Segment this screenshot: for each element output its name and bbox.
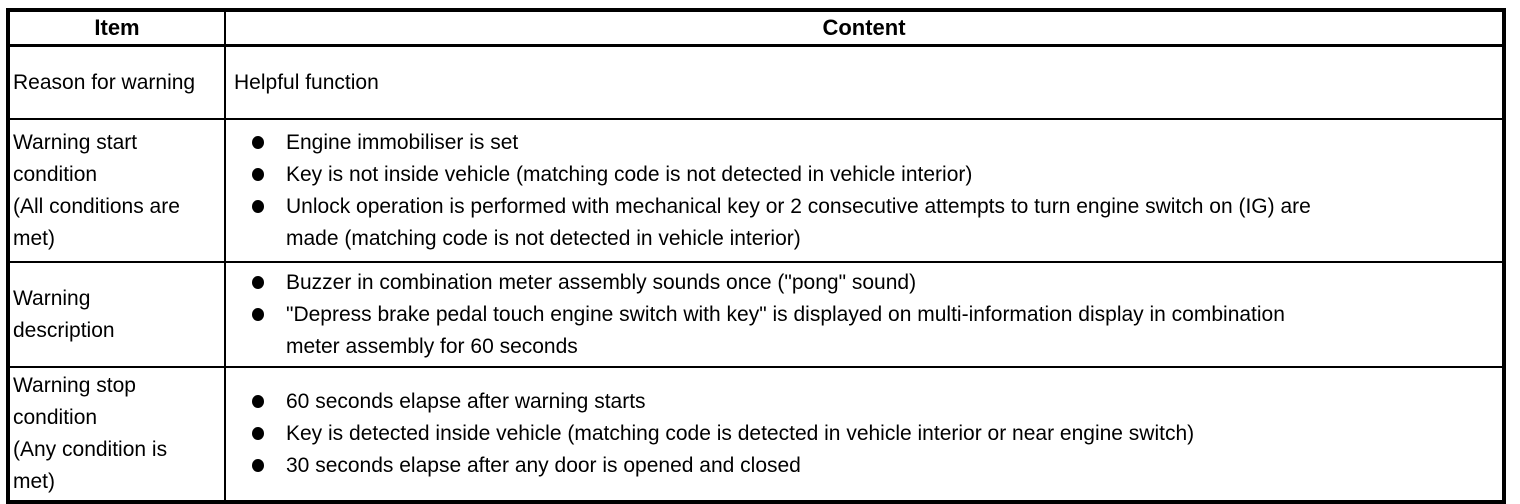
bullet-icon xyxy=(252,275,264,289)
bullet-icon xyxy=(252,135,264,149)
column-header-item: Item xyxy=(7,9,226,47)
item-cell-warning-description: Warning description xyxy=(7,261,226,368)
bullet-text: Engine immobiliser is set xyxy=(286,130,519,154)
bullet-item: Buzzer in combination meter assembly sou… xyxy=(252,267,1494,299)
content-cell-reason-for-warning: Helpful function xyxy=(224,44,1505,120)
content-cell-warning-description: Buzzer in combination meter assembly sou… xyxy=(224,261,1505,368)
bullet-item: Unlock operation is performed with mecha… xyxy=(252,191,1494,255)
bullet-text: Key is detected inside vehicle (matching… xyxy=(286,422,1195,445)
bullet-icon xyxy=(252,167,264,181)
item-cell-warning-stop-condition: Warning stop condition (Any condition is… xyxy=(7,366,226,503)
bullet-icon xyxy=(252,427,264,440)
bullet-item: Key is detected inside vehicle (matching… xyxy=(252,418,1494,450)
bullet-item: 60 seconds elapse after warning starts xyxy=(252,386,1494,418)
table-row-reason-for-warning: Reason for warning Helpful function xyxy=(7,44,1505,120)
bullet-text: "Depress brake pedal touch engine switch… xyxy=(286,302,1285,358)
bullet-text: 30 seconds elapse after any door is open… xyxy=(286,454,801,477)
bullet-item: 30 seconds elapse after any door is open… xyxy=(252,450,1494,482)
item-cell-warning-start-condition: Warning start condition (All conditions … xyxy=(7,118,226,263)
bullet-text: Key is not inside vehicle (matching code… xyxy=(286,162,973,186)
bullet-item: Engine immobiliser is set xyxy=(252,127,1494,159)
bullet-list: 60 seconds elapse after warning starts K… xyxy=(226,384,1502,484)
table-header-row: Item Content xyxy=(7,9,1505,47)
bullet-list: Engine immobiliser is set Key is not ins… xyxy=(226,125,1502,257)
content-cell-warning-start-condition: Engine immobiliser is set Key is not ins… xyxy=(224,118,1505,263)
column-header-content: Content xyxy=(224,9,1505,47)
bullet-icon xyxy=(252,199,264,213)
bullet-item: "Depress brake pedal touch engine switch… xyxy=(252,299,1494,363)
bullet-text: Unlock operation is performed with mecha… xyxy=(286,194,1311,250)
content-cell-warning-stop-condition: 60 seconds elapse after warning starts K… xyxy=(224,366,1505,503)
bullet-list: Buzzer in combination meter assembly sou… xyxy=(226,265,1502,365)
item-cell-reason-for-warning: Reason for warning xyxy=(7,44,226,120)
bullet-icon xyxy=(252,395,264,408)
table-row-warning-description: Warning description Buzzer in combinatio… xyxy=(7,261,1505,368)
bullet-item: Key is not inside vehicle (matching code… xyxy=(252,159,1494,191)
bullet-text: 60 seconds elapse after warning starts xyxy=(286,390,646,413)
table-row-warning-stop-condition: Warning stop condition (Any condition is… xyxy=(7,366,1505,503)
bullet-text: Buzzer in combination meter assembly sou… xyxy=(286,270,917,294)
warning-spec-table: Item Content Reason for warning Helpful … xyxy=(6,8,1506,504)
content-text: Helpful function xyxy=(234,70,379,94)
bullet-icon xyxy=(252,459,264,472)
table-row-warning-start-condition: Warning start condition (All conditions … xyxy=(7,118,1505,263)
bullet-icon xyxy=(252,307,264,321)
